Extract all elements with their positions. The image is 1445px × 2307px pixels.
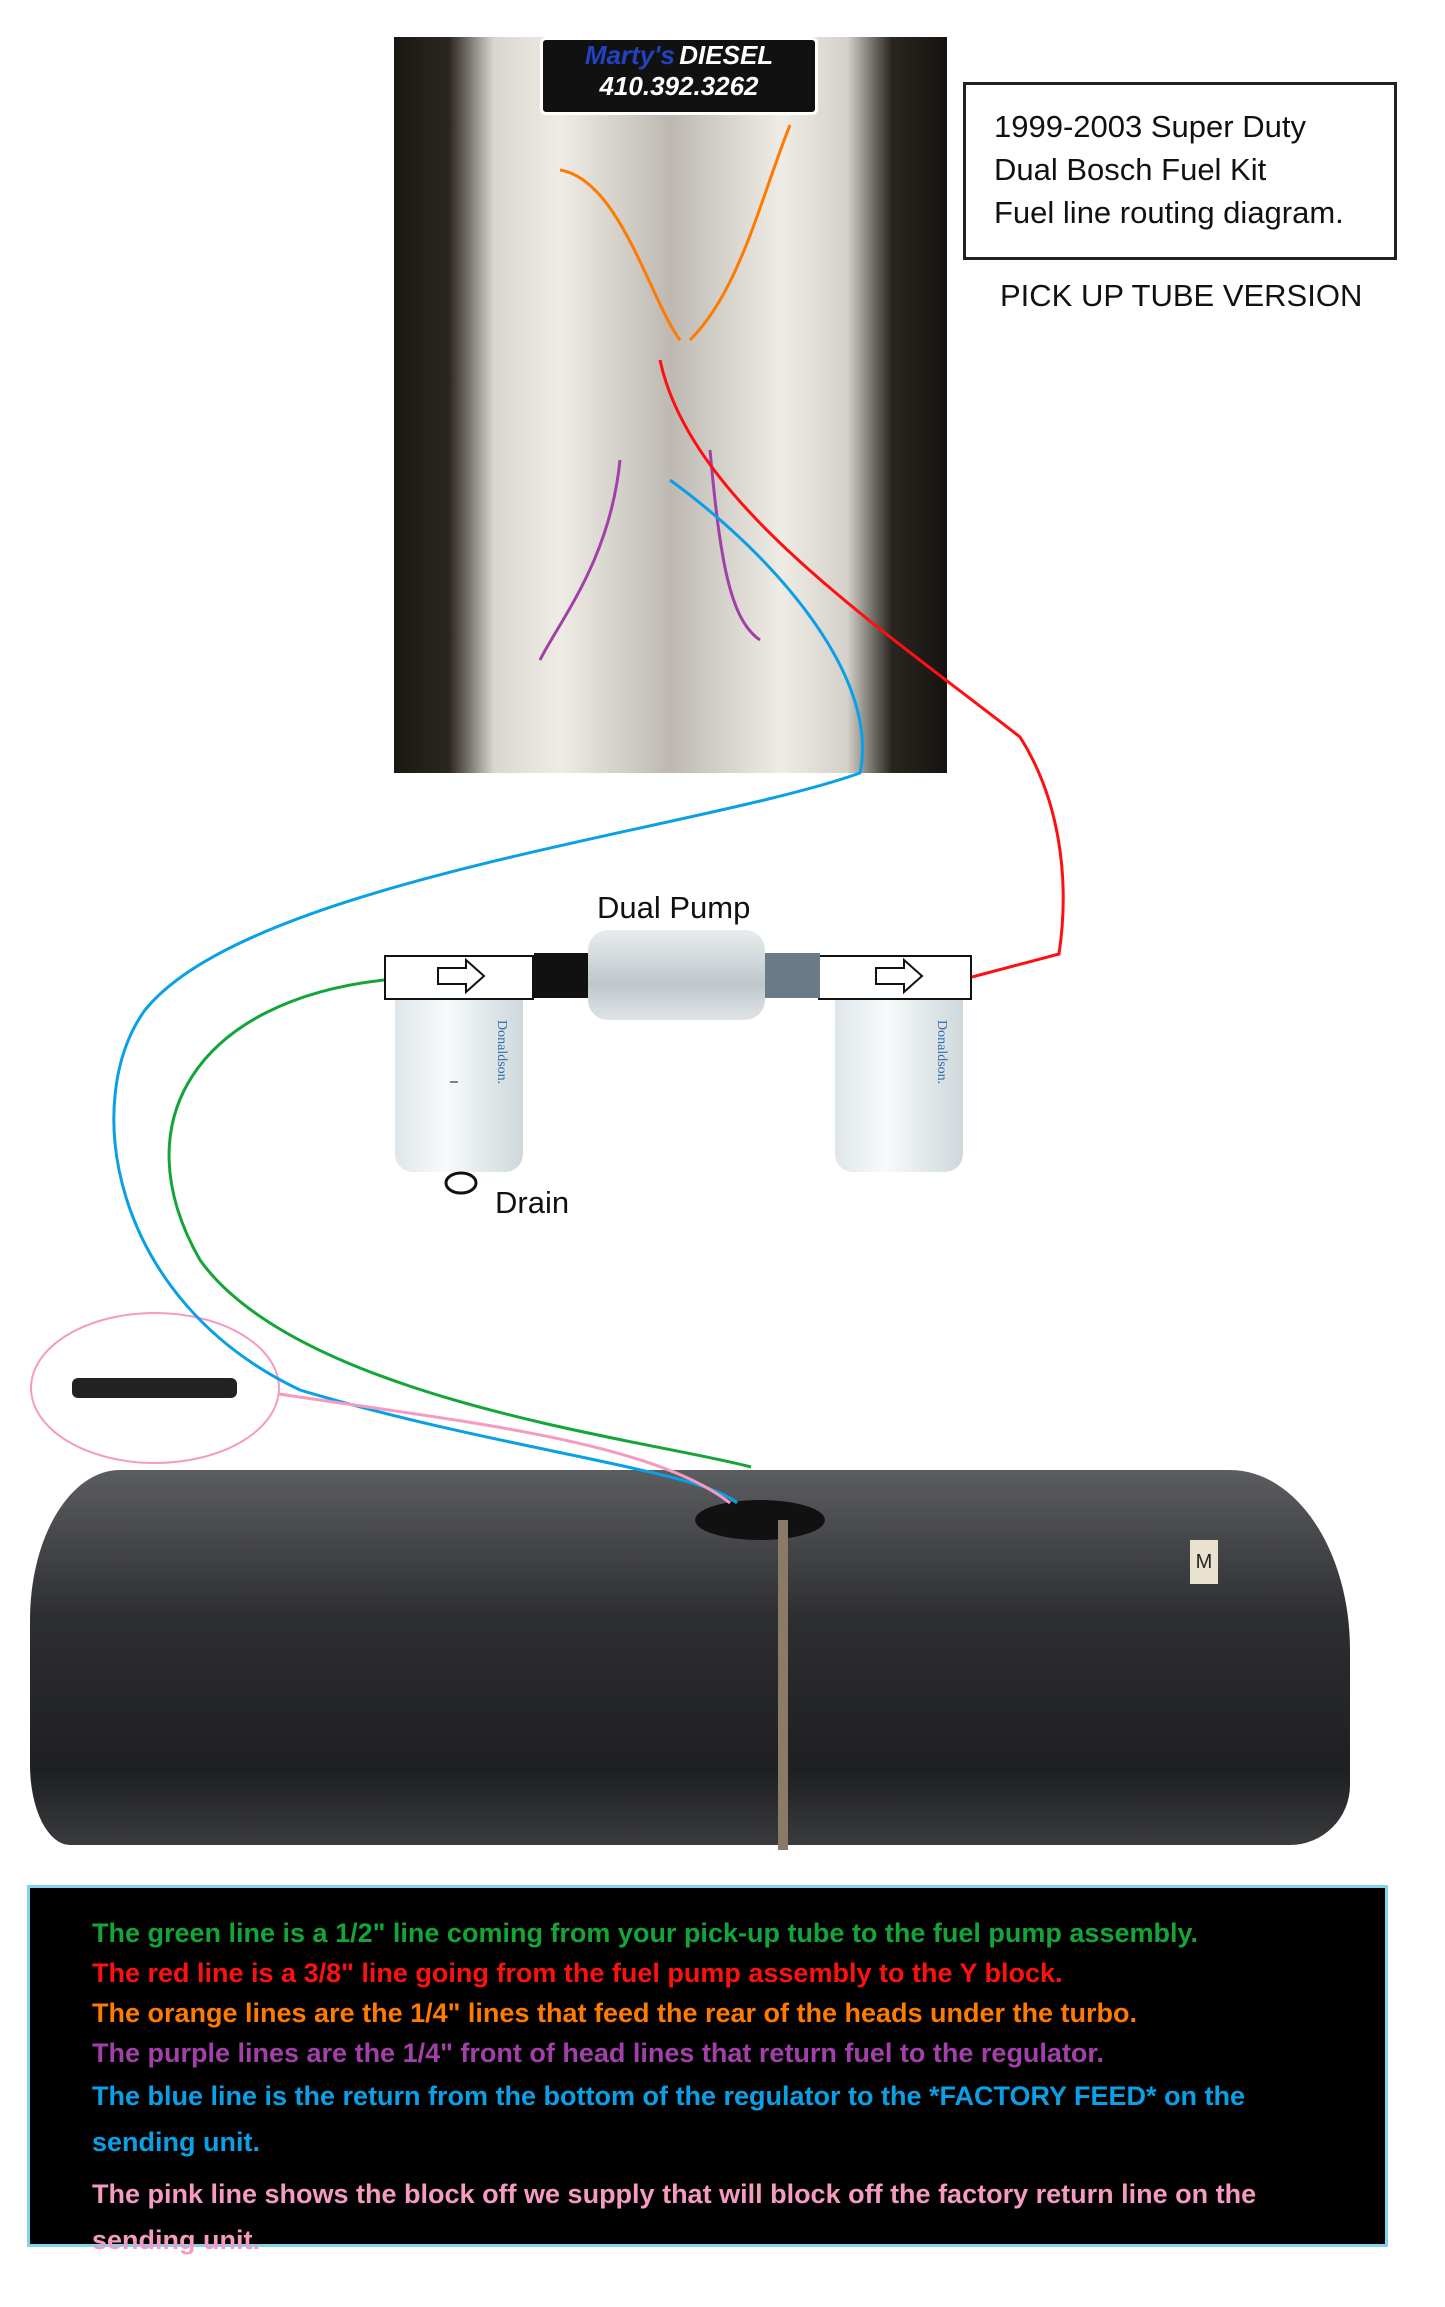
title-box: 1999-2003 Super Duty Dual Bosch Fuel Kit… <box>963 82 1397 260</box>
engine-photo <box>394 37 947 773</box>
flow-arrow-icon <box>875 957 924 995</box>
legend-purple: The purple lines are the 1/4" front of h… <box>92 2038 1104 2068</box>
pink-line <box>278 1392 731 1505</box>
logo-name: Marty's <box>584 40 675 70</box>
block-off-callout <box>30 1312 280 1464</box>
flow-arrow-icon <box>437 957 486 995</box>
tank-mark: M <box>1190 1540 1218 1584</box>
legend-pink: The pink line shows the block off we sup… <box>92 2179 1257 2255</box>
orange-line <box>688 124 792 342</box>
block-off-plug <box>72 1378 237 1398</box>
legend-green: The green line is a 1/2" line coming fro… <box>92 1918 1198 1948</box>
green-line <box>167 978 752 1469</box>
legend-box: The green line is a 1/2" line coming fro… <box>27 1885 1388 2255</box>
dual-pump-label: Dual Pump <box>597 890 751 925</box>
legend-orange: The orange lines are the 1/4" lines that… <box>92 1998 1138 2028</box>
purple-line <box>538 459 622 661</box>
legend-red: The red line is a 3/8" line going from t… <box>92 1958 1063 1988</box>
orange-line <box>559 168 682 341</box>
drain-icon <box>444 1171 478 1195</box>
legend-blue: The blue line is the return from the bot… <box>92 2081 1246 2157</box>
fuel-line-overlay <box>30 124 1065 1505</box>
blue-line <box>112 478 865 1505</box>
fuel-filter-left: Donaldson. <box>395 1000 523 1172</box>
logo-phone: 410.392.3262 <box>599 71 759 101</box>
filter-head-left <box>384 955 534 1000</box>
pickup-tube <box>778 1520 788 1850</box>
sending-unit <box>695 1500 825 1540</box>
fuel-tank-photo: M <box>30 1470 1350 1850</box>
drain-label: Drain <box>495 1185 570 1220</box>
logo-brand: DIESEL <box>679 40 774 70</box>
red-line <box>658 359 1065 979</box>
martys-diesel-logo: Marty's DIESEL 410.392.3262 <box>540 37 818 115</box>
purple-line <box>708 449 761 642</box>
fuel-filter-right: Donaldson. <box>835 1000 963 1172</box>
version-label: PICK UP TUBE VERSION <box>1000 278 1363 313</box>
title-line-3: Fuel line routing diagram. <box>994 195 1344 230</box>
filter-brand: Donaldson. <box>494 1020 509 1085</box>
hose-connector <box>534 953 588 998</box>
bosch-pump <box>588 930 765 1020</box>
filter-brand: Donaldson. <box>934 1020 949 1085</box>
pump-outlet-fitting <box>765 953 820 998</box>
filter-head-right <box>818 955 972 1000</box>
title-line-2: Dual Bosch Fuel Kit <box>994 152 1267 187</box>
title-line-1: 1999-2003 Super Duty <box>994 109 1306 144</box>
